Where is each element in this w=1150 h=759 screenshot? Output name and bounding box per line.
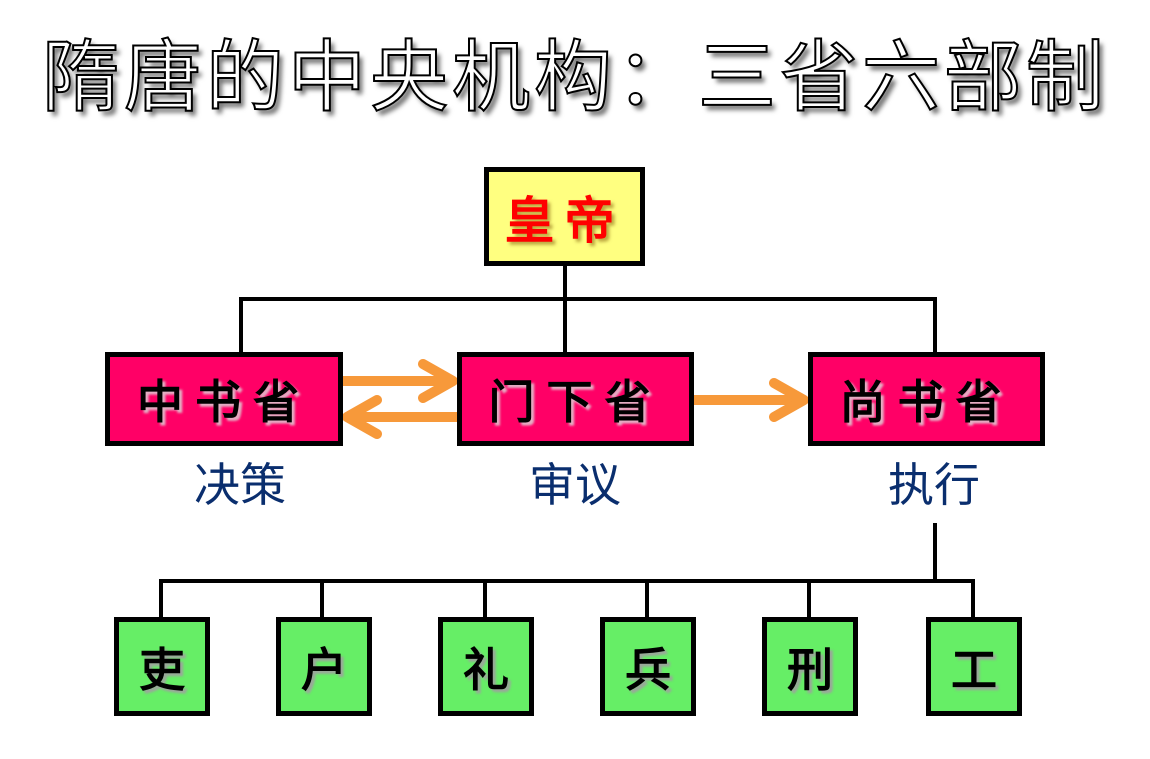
ministry-personnel: 吏: [114, 617, 210, 716]
role-label-execution: 执行: [888, 458, 980, 512]
department-shangshu: 尚书省: [808, 352, 1045, 446]
ministry-label: 工: [951, 642, 997, 697]
ministry-label: 刑: [787, 642, 833, 697]
department-label: 中书省: [137, 375, 311, 429]
emperor-label: 皇帝: [504, 191, 625, 250]
department-zhongshu: 中书省: [105, 352, 343, 446]
emperor-box: 皇帝: [484, 167, 645, 266]
ministry-rites: 礼: [438, 617, 534, 716]
ministry-justice: 刑: [762, 617, 858, 716]
department-label: 门下省: [488, 375, 663, 429]
arrow-zhongshu-to-menxia: [338, 359, 458, 403]
ministry-label: 礼: [463, 642, 509, 697]
arrow-menxia-to-shangshu: [689, 378, 809, 422]
page-title: 隋唐的中央机构：三省六部制: [41, 32, 1108, 124]
ministry-revenue: 户: [276, 617, 372, 716]
role-label-review: 审议: [529, 458, 621, 512]
arrow-menxia-to-zhongshu: [342, 395, 462, 439]
ministry-label: 吏: [139, 642, 185, 697]
ministry-label: 兵: [625, 642, 671, 697]
ministry-war: 兵: [600, 617, 696, 716]
role-label-decision: 决策: [194, 458, 286, 512]
ministry-label: 户: [301, 642, 347, 697]
ministry-works: 工: [926, 617, 1022, 716]
department-label: 尚书省: [839, 375, 1014, 429]
department-menxia: 门下省: [457, 352, 694, 446]
